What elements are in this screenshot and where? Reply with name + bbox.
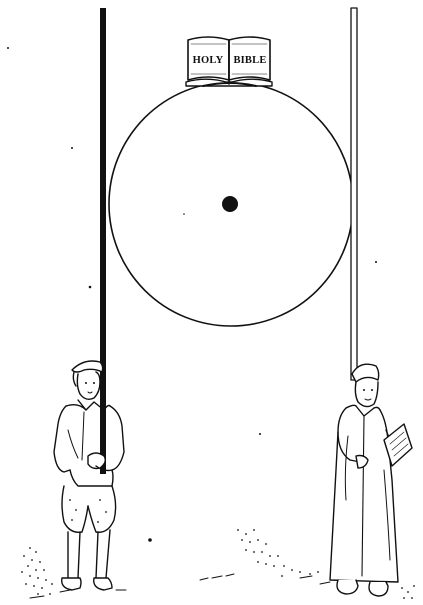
left-pole (100, 8, 106, 474)
left-figure (54, 361, 124, 590)
center-dot (222, 196, 238, 212)
bible-left-text: HOLY (193, 55, 224, 66)
right-pole (351, 8, 357, 380)
bible-right-text: BIBLE (233, 55, 266, 66)
hymn-book-icon (384, 424, 412, 466)
right-figure (330, 364, 412, 596)
